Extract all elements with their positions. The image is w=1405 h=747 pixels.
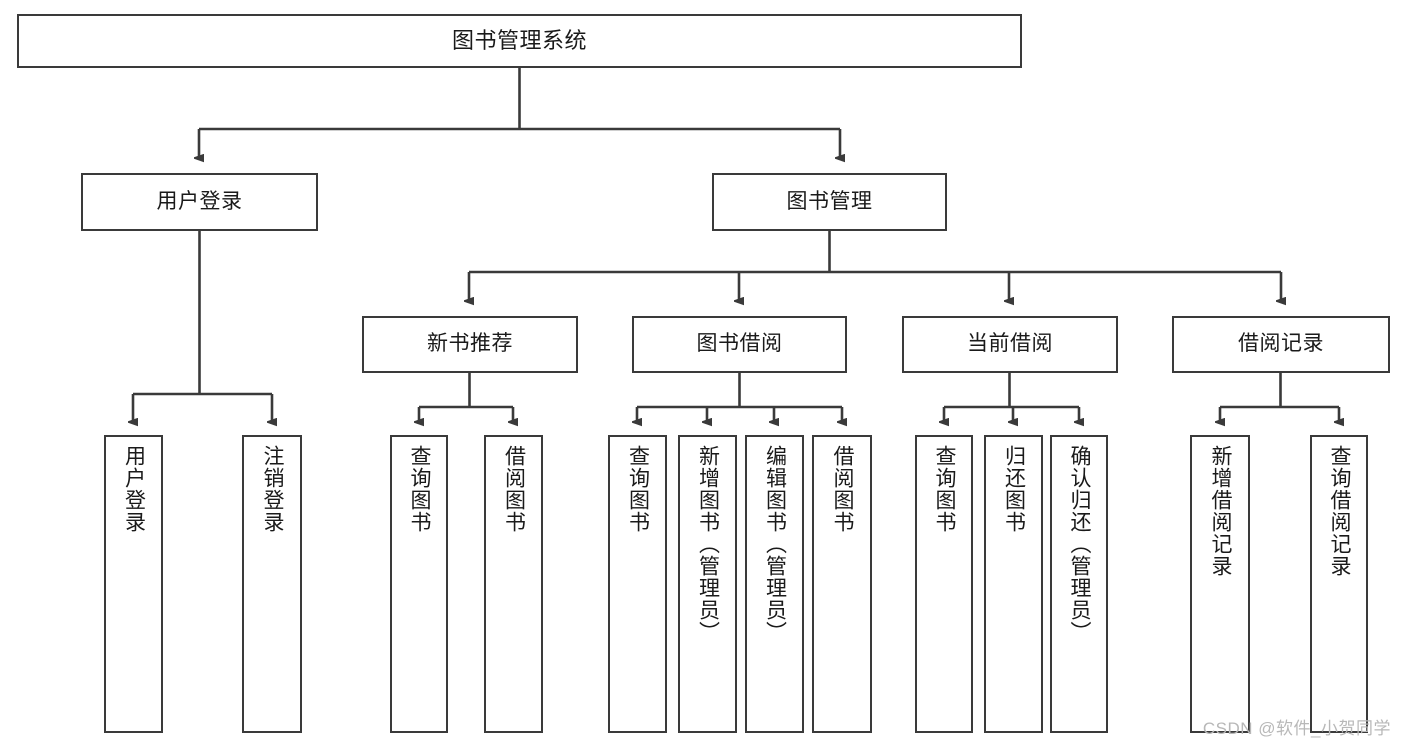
node-leaf-query-borrow-record-label: 查询借阅记录 xyxy=(1328,445,1352,577)
node-leaf-add-borrow-record-label: 新增借阅记录 xyxy=(1209,445,1233,577)
node-book-borrow-label: 图书借阅 xyxy=(696,332,783,356)
edges-newbookrec-to-leaves xyxy=(419,373,513,422)
node-leaf-query-book-rec[interactable]: 查询图书 xyxy=(390,435,448,733)
node-current-borrow-label: 当前借阅 xyxy=(967,332,1053,356)
node-leaf-query-book-borrow[interactable]: 查询图书 xyxy=(608,435,667,733)
node-user-login[interactable]: 用户登录 xyxy=(81,173,318,231)
node-new-book-rec[interactable]: 新书推荐 xyxy=(362,316,578,373)
node-borrow-record-label: 借阅记录 xyxy=(1238,332,1324,356)
edges-bookmanage-to-l3 xyxy=(469,231,1281,301)
node-leaf-add-borrow-record[interactable]: 新增借阅记录 xyxy=(1190,435,1250,733)
node-book-manage[interactable]: 图书管理 xyxy=(712,173,947,231)
edges-bookborrow-to-leaves xyxy=(637,373,842,422)
edges-currentborrow-to-leaves xyxy=(944,373,1079,422)
node-new-book-rec-label: 新书推荐 xyxy=(427,332,513,356)
node-leaf-borrow-book-label: 借阅图书 xyxy=(831,445,855,533)
node-leaf-query-book-cur[interactable]: 查询图书 xyxy=(915,435,973,733)
node-leaf-query-book-borrow-label: 查询图书 xyxy=(626,445,650,533)
node-root[interactable]: 图书管理系统 xyxy=(17,14,1022,68)
node-root-label: 图书管理系统 xyxy=(451,28,587,54)
node-leaf-user-logout-label: 注销登录 xyxy=(261,445,285,533)
node-current-borrow[interactable]: 当前借阅 xyxy=(902,316,1118,373)
node-user-login-label: 用户登录 xyxy=(156,189,243,213)
node-leaf-borrow-book-rec-label: 借阅图书 xyxy=(502,445,526,533)
node-leaf-query-book-cur-label: 查询图书 xyxy=(933,445,957,533)
node-leaf-add-book-admin[interactable]: 新增图书（管理员） xyxy=(678,435,737,733)
node-leaf-user-logout[interactable]: 注销登录 xyxy=(242,435,302,733)
node-leaf-confirm-return-admin[interactable]: 确认归还（管理员） xyxy=(1050,435,1108,733)
node-leaf-return-book[interactable]: 归还图书 xyxy=(984,435,1043,733)
node-leaf-user-login-label: 用户登录 xyxy=(122,445,146,533)
node-leaf-borrow-book[interactable]: 借阅图书 xyxy=(812,435,872,733)
edges-root-to-l2 xyxy=(199,68,840,158)
node-leaf-return-book-label: 归还图书 xyxy=(1002,445,1026,533)
node-leaf-user-login[interactable]: 用户登录 xyxy=(104,435,163,733)
edges-userlogin-to-leaves xyxy=(133,231,272,422)
node-book-borrow[interactable]: 图书借阅 xyxy=(632,316,847,373)
node-book-manage-label: 图书管理 xyxy=(786,189,873,213)
node-leaf-borrow-book-rec[interactable]: 借阅图书 xyxy=(484,435,543,733)
node-leaf-add-book-admin-label: 新增图书（管理员） xyxy=(696,445,720,643)
node-leaf-query-book-rec-label: 查询图书 xyxy=(408,445,432,533)
node-borrow-record[interactable]: 借阅记录 xyxy=(1172,316,1390,373)
node-leaf-edit-book-admin-label: 编辑图书（管理员） xyxy=(763,445,787,643)
node-leaf-edit-book-admin[interactable]: 编辑图书（管理员） xyxy=(745,435,804,733)
watermark-text: CSDN @软件_小贺同学 xyxy=(1202,719,1391,738)
edges-borrowrecord-to-leaves xyxy=(1220,373,1339,422)
node-leaf-query-borrow-record[interactable]: 查询借阅记录 xyxy=(1310,435,1368,733)
node-leaf-confirm-return-admin-label: 确认归还（管理员） xyxy=(1068,445,1092,643)
